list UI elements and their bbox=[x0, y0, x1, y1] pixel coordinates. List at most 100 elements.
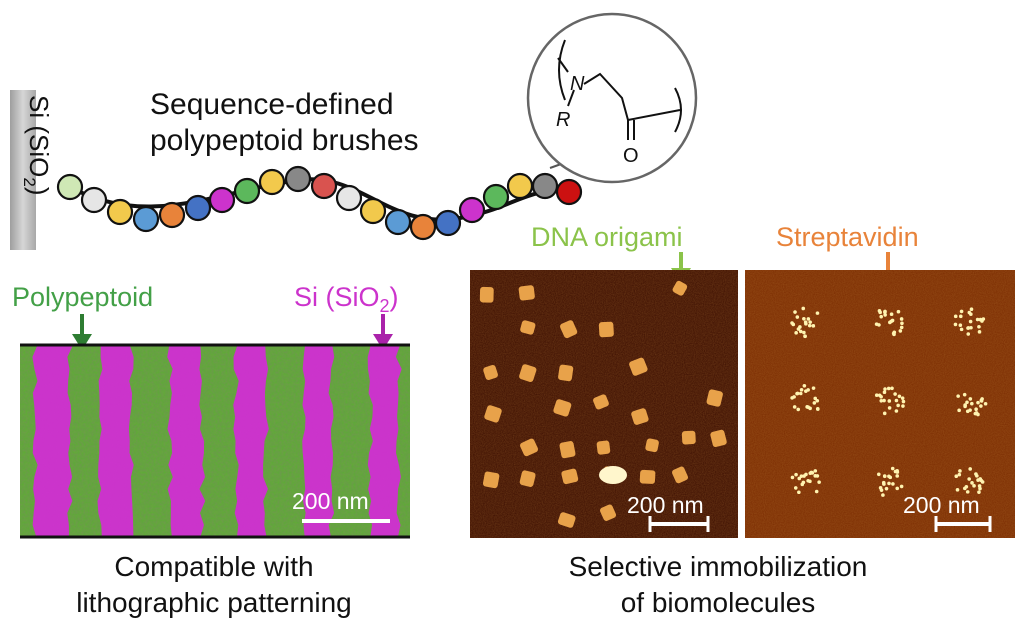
monomer-bead bbox=[233, 177, 261, 205]
dna-origami-particle bbox=[598, 321, 614, 338]
streptavidin-particle bbox=[799, 474, 804, 478]
streptavidin-particle bbox=[968, 408, 972, 412]
streptavidin-particle bbox=[979, 399, 984, 403]
monomer-bead bbox=[184, 194, 212, 222]
pattern-scale-label: 200 nm bbox=[292, 488, 369, 514]
monomer-bead bbox=[335, 184, 363, 212]
streptavidin-particle bbox=[955, 488, 960, 492]
dna-origami-particle bbox=[518, 285, 535, 301]
monomer-bead bbox=[106, 198, 134, 226]
streptavidin-particle bbox=[888, 320, 892, 325]
streptavidin-particle bbox=[795, 315, 800, 319]
right-bracket bbox=[674, 87, 682, 133]
streptavidin-particle bbox=[958, 469, 962, 473]
polypeptoid-arrow-head bbox=[72, 334, 92, 350]
streptavidin-particle bbox=[976, 400, 980, 405]
streptavidin-particle bbox=[808, 320, 812, 324]
streptavidin-particle bbox=[973, 411, 978, 416]
pattern-caption-line-2: lithographic patterning bbox=[76, 587, 352, 618]
streptavidin-particle bbox=[978, 317, 983, 322]
streptavidin-particle bbox=[792, 395, 796, 399]
streptavidin-particle bbox=[953, 322, 958, 327]
streptavidin-particle bbox=[813, 474, 818, 478]
monomer-bead bbox=[482, 183, 510, 211]
streptavidin-particle bbox=[958, 323, 963, 328]
monomer-bead bbox=[506, 172, 534, 200]
streptavidin-particle bbox=[899, 317, 904, 321]
afm-image-dna bbox=[470, 270, 738, 538]
streptavidin-particle bbox=[889, 312, 894, 317]
streptavidin-particle bbox=[878, 486, 883, 490]
streptavidin-particle bbox=[812, 401, 817, 405]
streptavidin-particle bbox=[801, 306, 806, 311]
streptavidin-particle bbox=[815, 311, 820, 315]
streptavidin-particle bbox=[901, 399, 906, 404]
streptavidin-particle bbox=[792, 405, 797, 409]
streptavidin-particle bbox=[883, 310, 887, 314]
streptavidin-particle bbox=[900, 321, 904, 326]
monomer-bead bbox=[80, 186, 108, 214]
streptavidin-particle bbox=[806, 317, 811, 321]
streptavidin-particle bbox=[977, 484, 982, 488]
streptavidin-particle bbox=[977, 324, 981, 329]
streptavidin-particle bbox=[898, 329, 903, 333]
streptavidin-particle bbox=[962, 392, 967, 397]
streptavidin-particle bbox=[887, 399, 892, 403]
dna-origami-particle bbox=[520, 320, 536, 335]
streptavidin-particle bbox=[956, 394, 960, 398]
streptavidin-particle bbox=[877, 393, 882, 398]
streptavidin-particle bbox=[978, 486, 982, 491]
dna-aggregate bbox=[599, 466, 627, 484]
dna-origami-particle bbox=[706, 389, 723, 407]
streptavidin-particle bbox=[882, 390, 887, 395]
streptavidin-particle bbox=[980, 480, 985, 484]
streptavidin-particle bbox=[816, 407, 820, 411]
streptavidin-particle bbox=[802, 316, 806, 321]
streptavidin-particle bbox=[957, 472, 962, 477]
streptavidin-particle bbox=[886, 386, 891, 391]
streptavidin-particle bbox=[899, 325, 904, 330]
streptavidin-particle bbox=[983, 401, 988, 406]
streptavidin-particle bbox=[882, 411, 887, 416]
bond-out bbox=[627, 109, 681, 121]
streptavidin-particle bbox=[967, 477, 971, 481]
streptavidin-particle bbox=[887, 406, 892, 410]
streptavidin-particle bbox=[793, 486, 798, 490]
streptavidin-particle bbox=[815, 398, 820, 403]
title-line-1: Sequence-defined bbox=[150, 88, 394, 121]
streptavidin-particle bbox=[965, 400, 969, 405]
title-line-2: polypeptoid brushes bbox=[150, 124, 419, 157]
streptavidin-particle bbox=[974, 472, 978, 476]
bond-in bbox=[557, 57, 569, 73]
polypeptoid-label: Polypeptoid bbox=[12, 282, 153, 312]
pattern-panel: Polypeptoid Si (SiO2) 200 nm Compatible … bbox=[12, 282, 410, 618]
zoom-circle bbox=[526, 12, 698, 184]
streptavidin-particle bbox=[972, 484, 976, 488]
streptavidin-particle bbox=[953, 314, 958, 319]
streptavidin-particle bbox=[790, 475, 795, 480]
streptavidin-particle bbox=[895, 469, 899, 473]
afm-right-scale-label: 200 nm bbox=[903, 492, 980, 518]
streptavidin-particle bbox=[796, 407, 801, 412]
streptavidin-particle bbox=[899, 484, 904, 489]
monomer-bead bbox=[258, 168, 286, 196]
side-chain-bond bbox=[567, 89, 575, 107]
streptavidin-particle bbox=[811, 386, 816, 390]
substrate-label: Si (SiO2) bbox=[20, 95, 54, 195]
streptavidin-particle bbox=[796, 327, 801, 331]
streptavidin-particle bbox=[879, 398, 884, 403]
streptavidin-particle bbox=[795, 391, 799, 396]
streptavidin-particle bbox=[970, 401, 974, 406]
streptavidin-particle bbox=[877, 309, 882, 313]
dna-origami-particle bbox=[519, 364, 537, 382]
monomer-bead bbox=[409, 213, 437, 241]
streptavidin-particle bbox=[968, 467, 972, 471]
streptavidin-particle bbox=[966, 326, 971, 330]
dna-origami-particle bbox=[600, 504, 617, 521]
streptavidin-particle bbox=[798, 391, 803, 396]
streptavidin-particle bbox=[954, 474, 959, 479]
streptavidin-particle bbox=[887, 481, 891, 486]
streptavidin-particle bbox=[897, 394, 902, 399]
atom-r: R bbox=[556, 109, 570, 131]
afm-image-streptavidin bbox=[745, 270, 1015, 538]
